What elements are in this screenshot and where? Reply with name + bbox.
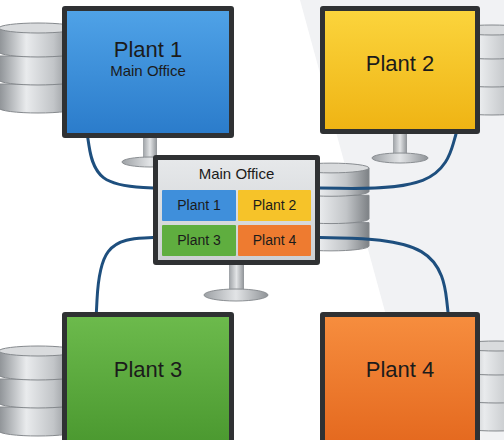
node-title: Plant 4 [366, 357, 435, 382]
monitor-stand [372, 153, 428, 163]
node-title: Plant 1 [114, 37, 183, 62]
node-title: Plant 3 [177, 232, 221, 248]
plant-tile: Plant 3 [162, 225, 236, 256]
plant-tile: Plant 1 [162, 190, 236, 221]
node-title: Main Office [199, 165, 275, 182]
monitor-stand [204, 289, 268, 301]
node-title: Plant 3 [114, 357, 183, 382]
dashboard-screen: Main OfficePlant 1 Plant 2 Plant 3 Plant 4 [153, 155, 320, 265]
network-link [320, 238, 448, 313]
network-link [88, 138, 153, 188]
monitor-screen: Plant 4 [320, 312, 480, 440]
monitor-screen: Plant 2 [320, 6, 480, 134]
network-link [96, 238, 153, 313]
node-title: Plant 1 [177, 197, 221, 213]
node-subtitle: Main Office [110, 62, 186, 79]
plant-tile: Plant 2 [238, 190, 311, 221]
monitor-screen: Plant 1Main Office [62, 6, 234, 138]
network-link [320, 134, 456, 188]
node-title: Plant 2 [253, 197, 297, 213]
node-title: Plant 2 [366, 51, 435, 76]
monitor-screen: Plant 3 [62, 312, 234, 440]
plant-tile: Plant 4 [238, 225, 311, 256]
node-title: Plant 4 [253, 232, 297, 248]
